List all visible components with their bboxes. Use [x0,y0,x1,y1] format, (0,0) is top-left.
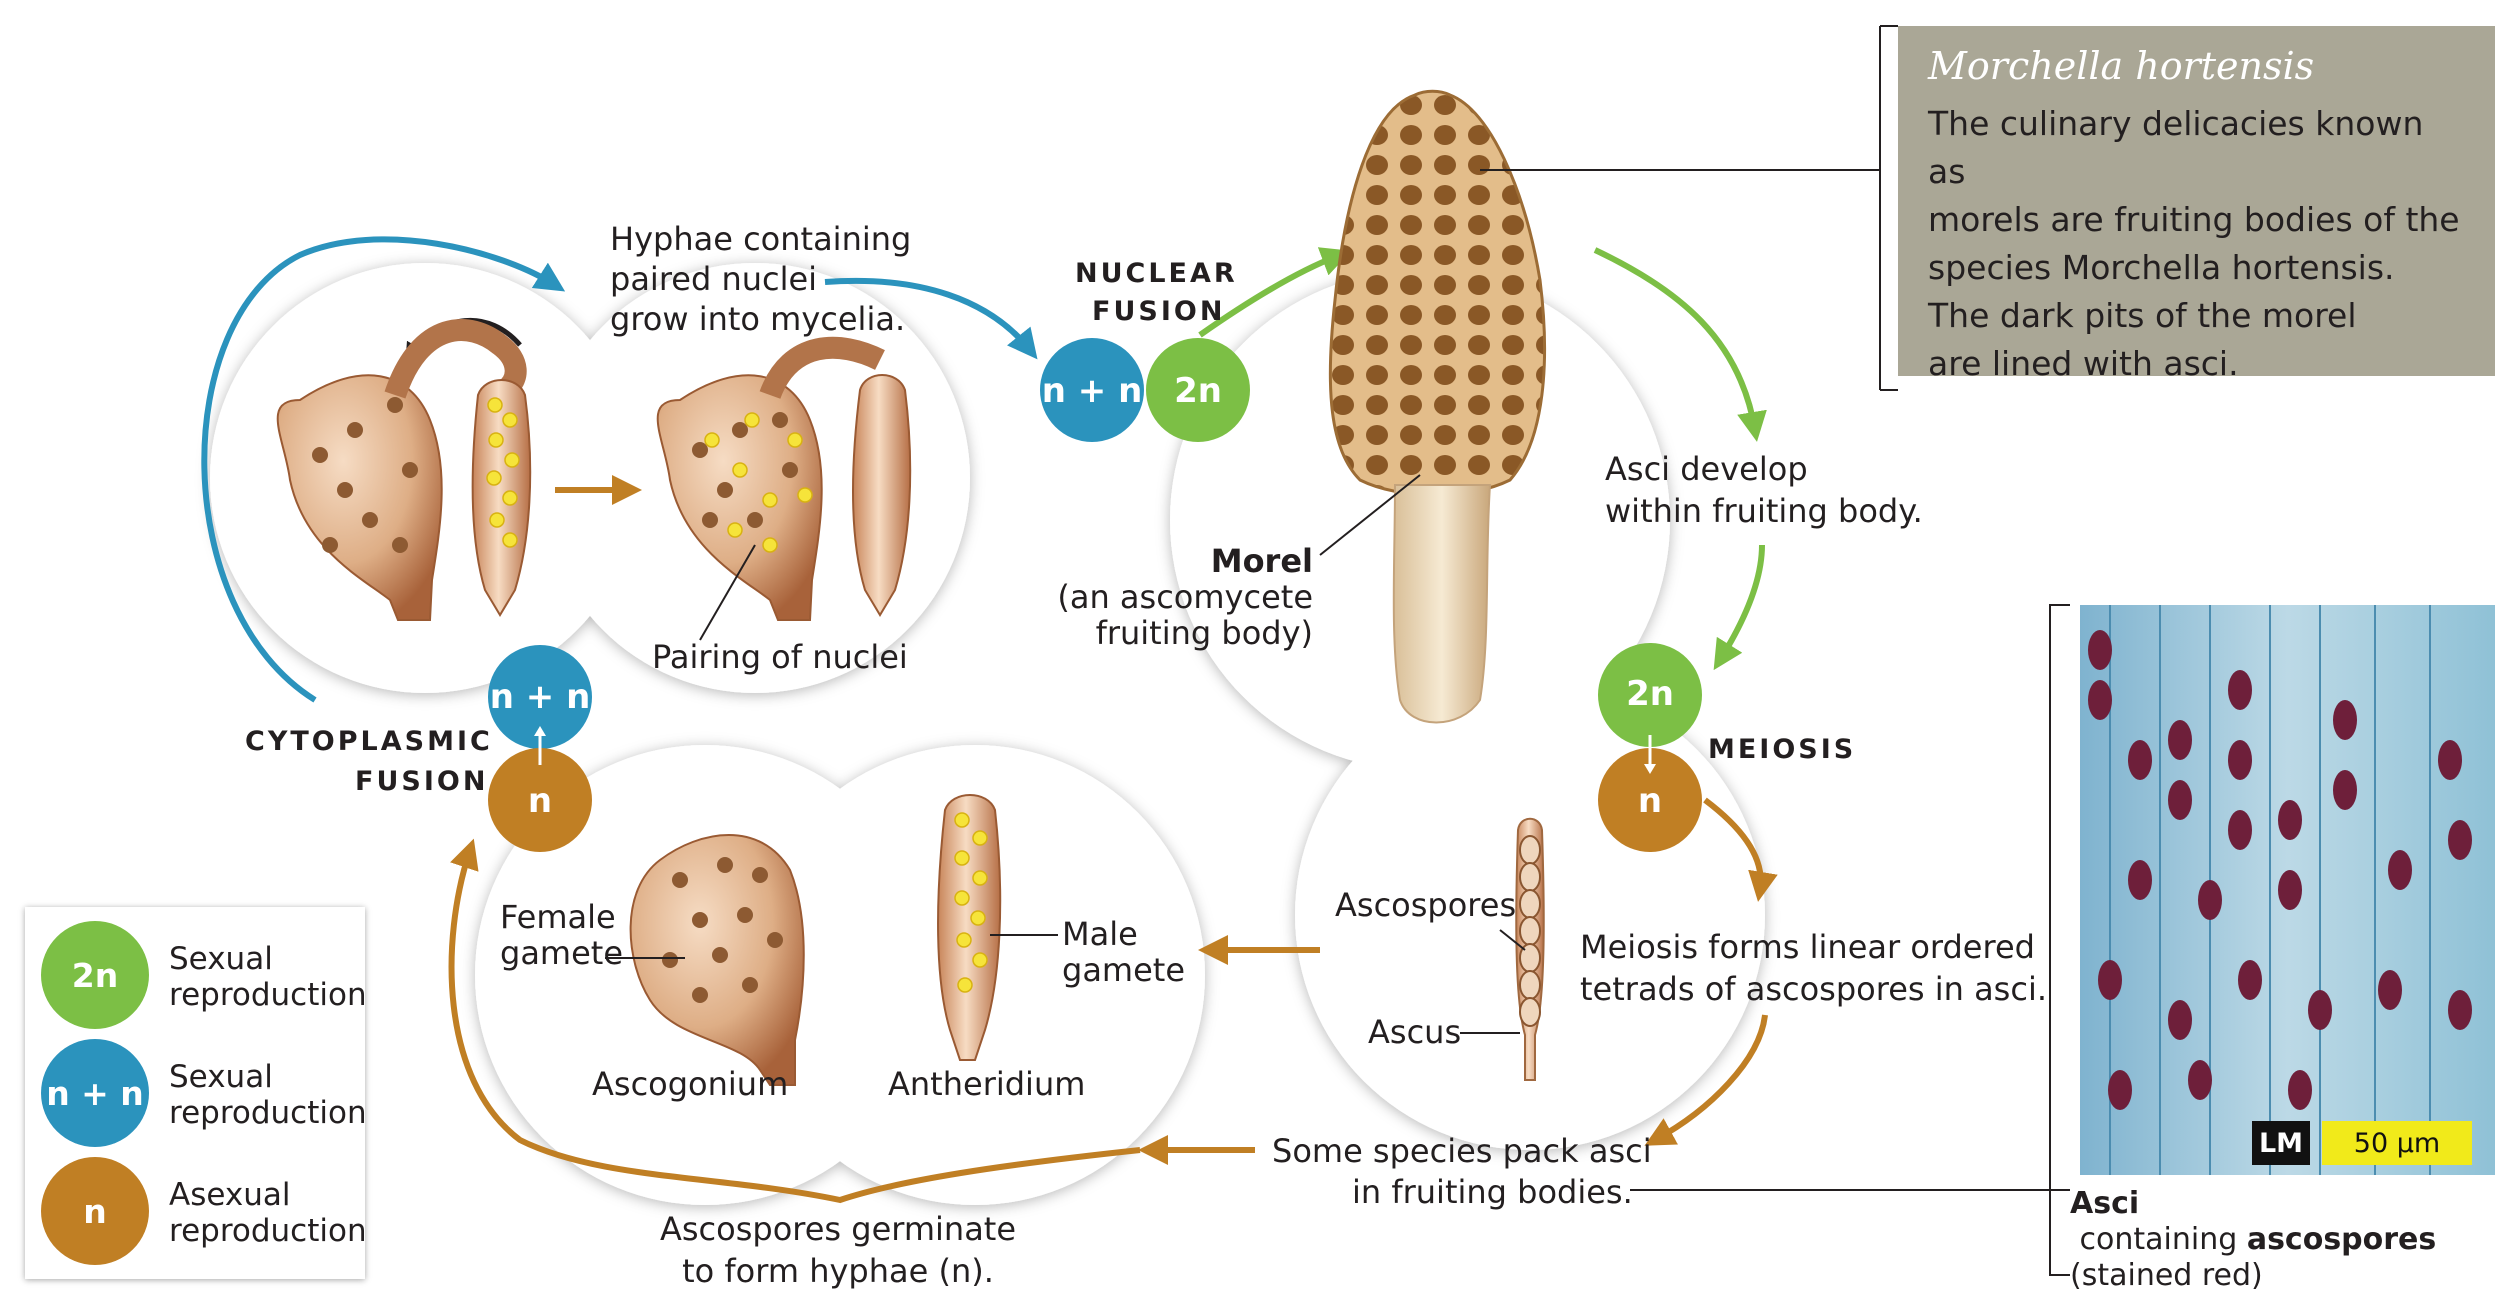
label-hyphae-2: paired nuclei [610,260,817,298]
caption-stained: (stained red) [2070,1258,2263,1293]
node-2n-top-text: 2n [1174,371,1222,411]
label-ascospores: Ascospores [1335,886,1516,924]
node-n-left [488,748,592,852]
label-cytoplasmic-2: FUSION [355,766,488,797]
ascogonium-drawing [629,834,805,1086]
legend-item-2n: 2n Sexual reproduction [41,921,367,1033]
info-box-title: Morchella hortensis [1928,44,2315,88]
legend-dot-nn: n + n [41,1039,149,1147]
legend-item-n: n Asexual reproduction [41,1157,367,1269]
node-n-left-text: n [528,781,552,821]
label-male-2: gamete [1062,951,1185,989]
ascus-drawing [1515,817,1545,1081]
gold-arrow-bottom [448,838,1141,1204]
label-meiosis: MEIOSIS [1708,734,1856,765]
legend-nn-line1: Sexual [169,1059,273,1095]
legend-n-line1: Asexual [169,1177,291,1213]
gold-arrow-meiosis [1703,797,1778,902]
micrograph-photo [2080,605,2495,1175]
info-box-line-1: The culinary delicacies known as [1928,104,2424,191]
legend-dot-n: n [41,1157,149,1265]
green-arrow-down [1713,544,1765,671]
label-antheridium: Antheridium [888,1065,1085,1103]
bracket-photo [2049,604,2070,1276]
legend-item-nn: n + n Sexual reproduction [41,1039,367,1151]
node-nn-left-text: n + n [490,677,591,717]
info-box: Morchella hortensis The culinary delicac… [1898,26,2495,383]
antheridium-drawing [937,794,1002,1061]
scale-mode-badge: LM [2252,1121,2310,1165]
green-arrow-up [1198,247,1352,338]
node-2n-meiosis-text: 2n [1626,674,1674,714]
morel-image [1328,89,1547,724]
node-2n-top [1146,338,1250,442]
label-male-1: Male [1062,915,1138,953]
scale-bar: 50 µm [2322,1121,2472,1165]
label-nuclear-fusion-2: FUSION [1092,296,1225,327]
label-some-species-1: Some species pack asci [1272,1132,1652,1170]
node-n-meiosis [1598,748,1702,852]
legend-2n-line1: Sexual [169,941,273,977]
info-box-line-4: The dark pits of the morel [1928,296,2357,335]
legend-nn-line2: reproduction [169,1095,367,1131]
legend-2n-line2: reproduction [169,977,367,1013]
gold-arrow-pack [1644,1014,1768,1146]
label-meiosis-forms-1: Meiosis forms linear ordered [1580,928,2035,966]
node-n-meiosis-text: n [1638,781,1662,821]
label-some-species-2: in fruiting bodies. [1352,1173,1633,1211]
green-arrow-right [1593,247,1767,442]
label-ascogonium: Ascogonium [592,1065,788,1103]
label-morel: Morel [1211,542,1313,580]
leader-ascospores [1499,929,1526,951]
label-nuclear-fusion-1: NUCLEAR [1075,258,1238,289]
photo-caption: Asci containing ascospores (stained red) [2070,1186,2495,1294]
label-female-1: Female [500,898,616,936]
ascogonium-before-fusion [276,319,527,621]
ascogonium-after-fusion [656,336,912,621]
label-cytoplasmic-1: CYTOPLASMIC [245,726,493,757]
info-box-line-3: species Morchella hortensis. [1928,248,2395,287]
blue-arrow-top [824,277,1038,360]
caption-asci: Asci [2070,1186,2140,1221]
leader-pairing [699,544,756,641]
node-2n-meiosis [1598,643,1702,747]
legend-n-line2: reproduction [169,1213,367,1249]
label-hyphae-1: Hyphae containing [610,220,911,258]
node-nn-top-text: n + n [1042,371,1143,411]
label-asci-develop-2: within fruiting body. [1605,492,1923,530]
node-nn-top [1040,338,1144,442]
label-hyphae-3: grow into mycelia. [610,300,905,338]
caption-ascospores: ascospores [2246,1222,2437,1257]
label-pairing: Pairing of nuclei [652,638,908,676]
caption-containing: containing [2070,1222,2247,1257]
info-box-line-5: are lined with asci. [1928,344,2239,383]
leader-morel [1319,474,1421,556]
label-asci-develop-1: Asci develop [1605,450,1808,488]
label-meiosis-forms-2: tetrads of ascospores in asci. [1580,970,2047,1008]
info-box-line-2: morels are fruiting bodies of the [1928,200,2460,239]
label-germinate-1: Ascospores germinate [660,1210,1016,1248]
node-nn-left [488,645,592,749]
label-ascus: Ascus [1368,1013,1461,1051]
blue-arrow-left [201,236,566,703]
legend: 2n Sexual reproduction n + n Sexual repr… [25,907,367,1279]
legend-dot-2n: 2n [41,921,149,1029]
label-morel-sub-1: (an ascomycete [1057,578,1313,616]
label-morel-sub-2: fruiting body) [1096,614,1313,652]
label-female-2: gamete [500,934,623,972]
label-germinate-2: to form hyphae (n). [682,1252,994,1290]
leader-morel-box [1480,26,1881,171]
antheridium-before-fusion [471,379,532,617]
